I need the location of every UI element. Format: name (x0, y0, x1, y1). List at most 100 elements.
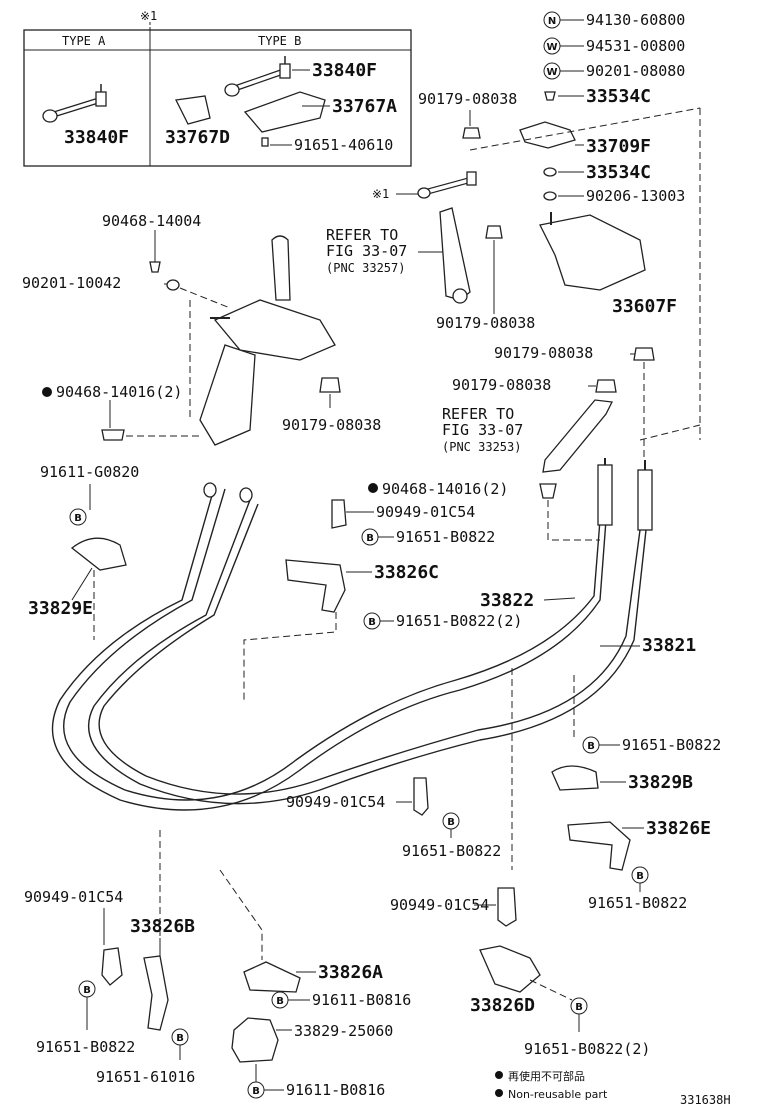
label-91651-40610: 91651-40610 (294, 136, 393, 154)
non-reusable-dot-1 (42, 387, 52, 397)
label-91651-B0822-b1: 91651-B0822 (396, 528, 495, 546)
non-reusable-dot-2 (368, 483, 378, 493)
refer-mid-line1: REFER TO (442, 405, 514, 423)
marker-b-8: B (171, 1028, 189, 1046)
marker-b-6: B (631, 866, 649, 884)
legend-dot-ja (495, 1071, 503, 1079)
refer-top-line2: FIG 33-07 (326, 242, 407, 260)
label-33821: 33821 (642, 635, 696, 656)
svg-text:B: B (575, 1002, 583, 1013)
figure-code: 331638H (680, 1093, 731, 1107)
label-94531-00800: 94531-00800 (586, 37, 685, 55)
control-lever-33253 (542, 399, 613, 473)
svg-text:B: B (636, 871, 644, 882)
marker-w-1: W (543, 37, 561, 55)
label-91611-G0820: 91611-G0820 (40, 463, 139, 481)
label-90179-08038-lever: 90179-08038 (436, 314, 535, 332)
shift-lever-assembly (199, 235, 336, 446)
label-33826E: 33826E (646, 818, 711, 839)
shift-cables (51, 458, 653, 811)
label-94130-60800: 94130-60800 (586, 11, 685, 29)
svg-text:B: B (252, 1086, 260, 1097)
label-91651-B0822-b2: 91651-B0822(2) (396, 612, 522, 630)
label-90201-10042: 90201-10042 (22, 274, 121, 292)
label-90949-01C54-c: 90949-01C54 (24, 888, 123, 906)
label-91611-B0816-1: 91611-B0816 (312, 991, 411, 1009)
marker-b-10: B (247, 1081, 265, 1099)
control-lever (439, 207, 471, 301)
washer-90201-10042 (166, 279, 180, 291)
inset-box: ※1 TYPE A TYPE B (23, 9, 412, 167)
label-90468-14016-left: 90468-14016(2) (56, 383, 182, 401)
label-33767D: 33767D (165, 127, 230, 148)
label-90949-01C54-d: 90949-01C54 (390, 896, 489, 914)
label-33829E: 33829E (28, 598, 93, 619)
label-33829-25060: 33829-25060 (294, 1022, 393, 1040)
svg-text:B: B (83, 985, 91, 996)
svg-text:B: B (587, 741, 595, 752)
marker-n: N (543, 11, 561, 29)
label-33709F: 33709F (586, 136, 651, 157)
marker-b-5: B (442, 812, 460, 830)
label-33826B: 33826B (130, 916, 195, 937)
label-91611-B0816-2: 91611-B0816 (286, 1081, 385, 1099)
bracket-33826B (143, 955, 169, 1031)
label-33840F-type-a: 33840F (64, 127, 129, 148)
label-90949-01C54-b: 90949-01C54 (286, 793, 385, 811)
rod-end-type-a-drawing (42, 84, 107, 123)
label-90179-08038-r2: 90179-08038 (452, 376, 551, 394)
lever-33709F (519, 121, 576, 149)
label-33767A: 33767A (332, 96, 397, 117)
label-91651-B0822-b3: 91651-B0822 (622, 736, 721, 754)
bracket-33607F (539, 214, 646, 291)
svg-text:B: B (366, 533, 374, 544)
label-33826D: 33826D (470, 995, 535, 1016)
refer-top-line3: (PNC 33257) (326, 261, 405, 275)
label-90468-14016-mid: 90468-14016(2) (382, 480, 508, 498)
label-33822: 33822 (480, 590, 534, 611)
nut-90179-r2 (595, 379, 617, 393)
svg-text:W: W (546, 42, 557, 53)
label-91651-B0822-b6: 91651-B0822 (36, 1038, 135, 1056)
label-91651-B0822-b4: 91651-B0822 (588, 894, 687, 912)
marker-b-1: B (69, 508, 87, 526)
label-33607F: 33607F (612, 296, 677, 317)
clamp-90949-a (331, 499, 347, 529)
clip-90468-mid (539, 483, 557, 499)
clamp-90949-d (497, 887, 517, 927)
marker-w-2: W (543, 62, 561, 80)
refer-mid-line2: FIG 33-07 (442, 421, 523, 439)
svg-text:B: B (176, 1033, 184, 1044)
label-90179-08038-top: 90179-08038 (418, 90, 517, 108)
clamp-90949-b (413, 777, 429, 816)
label-33534C-top: 33534C (586, 86, 651, 107)
bushing-33534C-mid (543, 167, 557, 177)
bracket-33826E (567, 821, 631, 871)
bracket-33826A (243, 961, 301, 993)
bracket-33826C (285, 559, 346, 613)
legend-en: Non-reusable part (508, 1088, 608, 1101)
svg-text:W: W (546, 67, 557, 78)
nut-90179-shift (319, 377, 341, 393)
washer-90206 (543, 191, 557, 201)
refer-top-line1: REFER TO (326, 226, 398, 244)
label-90179-08038-r1: 90179-08038 (494, 344, 593, 362)
marker-b-9: B (271, 991, 289, 1009)
svg-text:B: B (368, 617, 376, 628)
nut-90179-top (462, 127, 481, 139)
svg-text:B: B (447, 817, 455, 828)
rod-end-1-drawing (417, 171, 477, 199)
marker-b-7: B (78, 980, 96, 998)
marker-b-3: B (363, 612, 381, 630)
legend-ja: 再使用不可部品 (508, 1069, 585, 1083)
svg-text:B: B (276, 996, 284, 1007)
clamp-33829E (70, 537, 127, 571)
nut-90179-lever (485, 225, 503, 239)
clamp-33829-25060 (231, 1017, 279, 1063)
label-33826A: 33826A (318, 962, 383, 983)
bushing-33534C-top (544, 91, 556, 101)
label-33840F-type-b: 33840F (312, 60, 377, 81)
type-b-header: TYPE B (258, 34, 301, 48)
marker-b-4: B (582, 736, 600, 754)
